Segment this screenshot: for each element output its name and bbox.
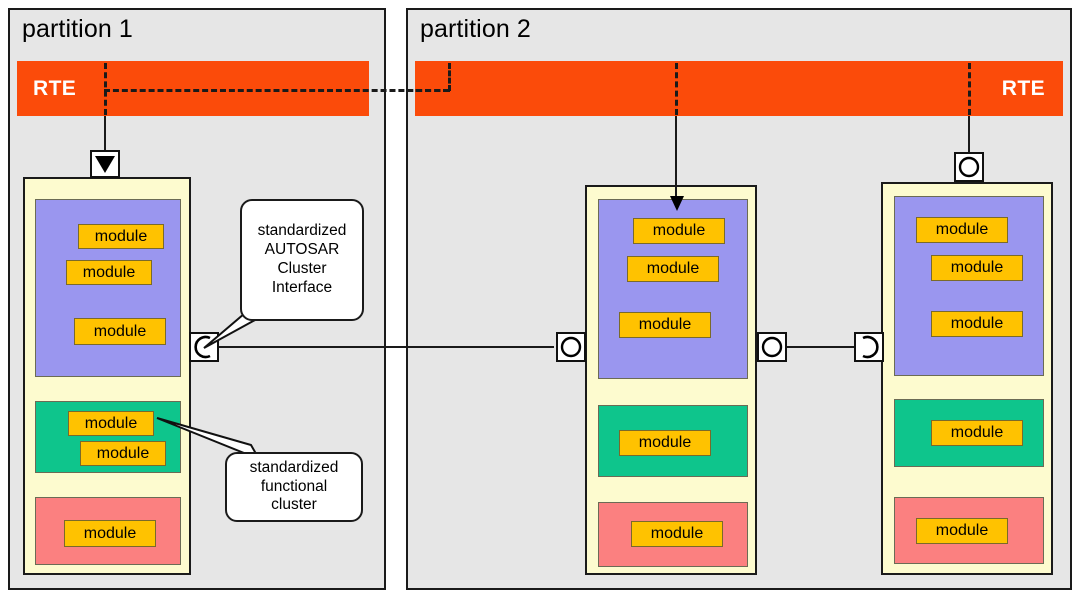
partition-1-rte-bar: RTE [17,61,369,116]
socket-connector-icon[interactable] [854,332,884,362]
p2-cluster-1-group-purple: module module module [598,199,748,379]
ball-connector-icon[interactable] [556,332,586,362]
p1-cluster-1-group-purple: module module module [35,199,181,377]
partition-2-rte-label: RTE [1001,76,1045,100]
p2-rte-dashed-elbow-vertical [448,63,451,91]
p2-rte-dashed-vertical-middle [675,63,678,115]
p2-rte-dashed-horizontal [406,89,450,92]
p2-inter-cluster-link-line [787,346,854,348]
callout-cluster-line-2: functional [260,477,328,495]
p1-rte-dashed-horizontal [104,89,449,92]
module-box[interactable]: module [619,312,711,338]
p2-cluster-2-group-green: module [894,399,1044,467]
module-box[interactable]: module [80,441,166,466]
p2-rte-dashed-vertical-right [968,63,971,115]
partition-1-rte-label: RTE [33,76,77,100]
p1-cluster-1-group-green: module module [35,401,181,473]
module-box[interactable]: module [931,420,1023,446]
callout-cluster-line-1: standardized [249,458,339,476]
p2-middle-arrow-head [668,196,686,217]
module-box[interactable]: module [64,520,156,547]
callout-interface-line-4: Interface [271,278,333,296]
module-box[interactable]: module [631,521,723,547]
callout-cluster: standardized functional cluster [225,452,363,522]
partition-2-title: partition 2 [420,15,531,43]
p2-middle-arrow-line [675,116,677,204]
p2-cluster-2-group-purple: module module module [894,196,1044,376]
module-box[interactable]: module [74,318,166,345]
ball-connector-icon[interactable] [757,332,787,362]
p2-cluster-1-group-green: module [598,405,748,477]
p1-cluster-1: module module module module module modul… [23,177,191,575]
module-box[interactable]: module [66,260,152,285]
module-box[interactable]: module [627,256,719,282]
callout-interface-line-2: AUTOSAR [264,241,340,259]
module-box[interactable]: module [619,430,711,456]
callout-interface-line-3: Cluster [277,260,327,277]
partition-1-title: partition 1 [22,15,133,43]
ball-connector-icon[interactable] [954,152,984,182]
p1-rte-connector-line [104,116,106,151]
callout-cluster-line-3: cluster [271,496,317,514]
callout-interface-line-1: standardized [257,222,347,240]
module-box[interactable]: module [916,518,1008,544]
module-box[interactable]: module [916,217,1008,243]
inter-partition-link-line [219,346,554,348]
module-box[interactable]: module [78,224,164,249]
required-interface-triangle-icon[interactable] [90,150,120,178]
p2-cluster-2-group-red: module [894,497,1044,564]
p1-cluster-1-group-red: module [35,497,181,565]
module-box[interactable]: module [931,311,1023,337]
p2-cluster-1-group-red: module [598,502,748,567]
p2-cluster-1: module module module module module [585,185,757,575]
module-box[interactable]: module [68,411,154,436]
module-box[interactable]: module [633,218,725,244]
callout-interface: standardized AUTOSAR Cluster Interface [240,199,364,321]
module-box[interactable]: module [931,255,1023,281]
partition-2-rte-bar: RTE [415,61,1063,116]
p2-cluster-2: module module module module module [881,182,1053,575]
p2-right-ball-line [968,116,970,153]
